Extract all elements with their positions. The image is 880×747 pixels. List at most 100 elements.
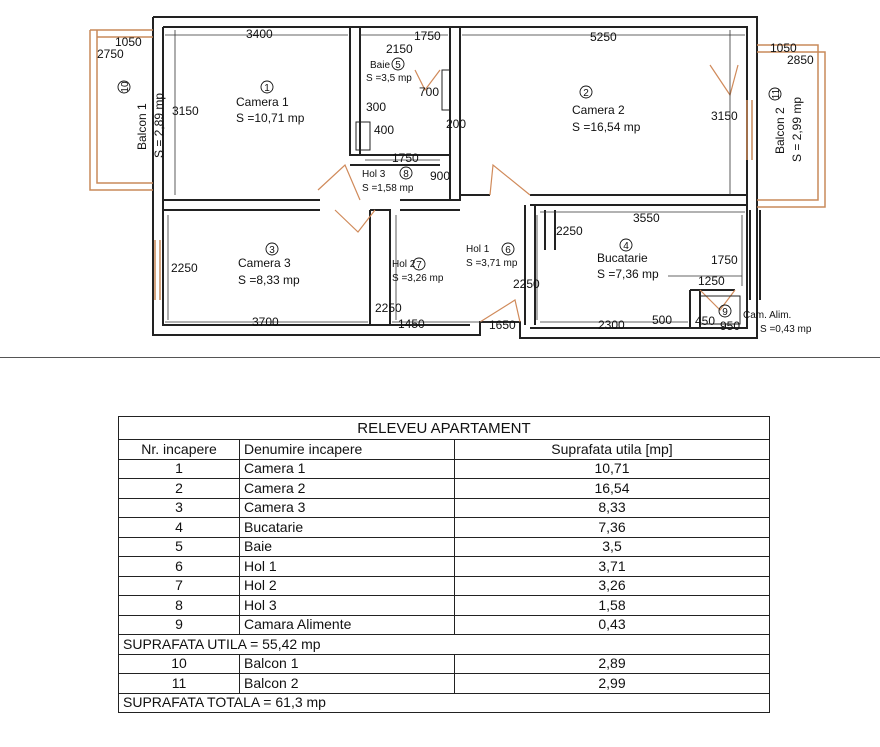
- row-area: 8,33: [454, 497, 770, 518]
- row-name: Camera 2: [239, 478, 455, 499]
- room-area-camera-2: S =16,54 mp: [572, 120, 641, 134]
- room-name-hol-3: Hol 3: [362, 169, 386, 180]
- dim-label: 3700: [252, 315, 279, 329]
- dim-label: 2150: [386, 42, 413, 56]
- header-name: Denumire incapere: [239, 439, 455, 460]
- row-nr: 10: [118, 653, 240, 674]
- row-name: Hol 3: [239, 595, 455, 616]
- table-row: 9 Camara Alimente 0,43: [118, 614, 770, 635]
- balconies: [89, 29, 826, 300]
- table-row: 2 Camera 2 16,54: [118, 478, 770, 499]
- dim-label: 1750: [392, 151, 419, 165]
- row-nr: 7: [118, 575, 240, 596]
- room-area-bucatarie: S =7,36 mp: [597, 267, 659, 281]
- dim-label: 1050: [115, 35, 142, 49]
- table-header-row: Nr. incapere Denumire incapere Suprafata…: [118, 439, 770, 460]
- dim-label: 3150: [711, 109, 738, 123]
- dim-label: 450: [695, 314, 715, 328]
- table-row: 5 Baie 3,5: [118, 536, 770, 557]
- dim-label: 1750: [414, 29, 441, 43]
- dim-label: 2250: [513, 277, 540, 291]
- room-area-camera-1: S =10,71 mp: [236, 111, 305, 125]
- area-table: RELEVEU APARTAMENT Nr. incapere Denumire…: [118, 416, 770, 713]
- dim-label: 400: [374, 123, 394, 137]
- row-area: 3,26: [454, 575, 770, 596]
- table-row: 3 Camera 3 8,33: [118, 497, 770, 518]
- row-nr: 6: [118, 556, 240, 577]
- row-area: 10,71: [454, 458, 770, 479]
- room-area-camara: S =0,43 mp: [760, 324, 812, 335]
- dim-label: 200: [446, 117, 466, 131]
- dim-label: 1250: [698, 274, 725, 288]
- room-name-camara: Cam. Alim.: [743, 310, 791, 321]
- table-row: 6 Hol 1 3,71: [118, 556, 770, 577]
- row-name: Camara Alimente: [239, 614, 455, 635]
- row-nr: 9: [118, 614, 240, 635]
- dim-label: 2250: [556, 224, 583, 238]
- table-title: RELEVEU APARTAMENT: [118, 416, 770, 440]
- dimension-lines: [165, 30, 745, 323]
- room-name-camera-3: Camera 3: [238, 256, 291, 270]
- room-name-camera-1: Camera 1: [236, 95, 289, 109]
- room-area-hol-2: S =3,26 mp: [392, 273, 444, 284]
- row-name: Hol 2: [239, 575, 455, 596]
- floor-plan: 1 2 3 4 5 6 7 8 9 10 11 Camera 1 S =10,7…: [89, 16, 826, 339]
- dim-label: 2850: [787, 53, 814, 67]
- room-number: 6: [505, 245, 511, 256]
- row-area: 2,89: [454, 653, 770, 674]
- room-number: 8: [403, 169, 409, 180]
- dim-label: 700: [419, 85, 439, 99]
- row-nr: 2: [118, 478, 240, 499]
- row-name: Camera 3: [239, 497, 455, 518]
- room-number-texts: 1 2 3 4 5 6 7 8 9 10 11: [120, 60, 782, 318]
- room-area-camera-3: S =8,33 mp: [238, 273, 300, 287]
- dim-label: 3150: [172, 104, 199, 118]
- door-swings: [317, 64, 739, 323]
- row-name: Baie: [239, 536, 455, 557]
- dim-label: 1650: [489, 318, 516, 332]
- dim-label: 1750: [711, 253, 738, 267]
- row-area: 3,5: [454, 536, 770, 557]
- room-name-baie: Baie: [370, 60, 390, 71]
- dim-label: 1450: [398, 317, 425, 331]
- row-name: Balcon 1: [239, 653, 455, 674]
- header-area: Suprafata utila [mp]: [454, 439, 770, 460]
- dim-label: 3550: [633, 211, 660, 225]
- room-number: 9: [722, 307, 728, 318]
- row-nr: 5: [118, 536, 240, 557]
- dim-label: 2250: [375, 301, 402, 315]
- room-name-camera-2: Camera 2: [572, 103, 625, 117]
- row-area: 16,54: [454, 478, 770, 499]
- row-nr: 8: [118, 595, 240, 616]
- table-row: 8 Hol 3 1,58: [118, 595, 770, 616]
- row-nr: 3: [118, 497, 240, 518]
- table-row: 1 Camera 1 10,71: [118, 458, 770, 479]
- room-number: 10: [120, 81, 131, 93]
- header-nr: Nr. incapere: [118, 439, 240, 460]
- table-row: 10 Balcon 1 2,89: [118, 653, 770, 674]
- dim-label: 900: [430, 169, 450, 183]
- room-area-balcon-2: S = 2,99 mp: [790, 97, 804, 162]
- row-name: Bucatarie: [239, 517, 455, 538]
- row-nr: 11: [118, 673, 240, 694]
- room-labels: Camera 1 S =10,71 mp Camera 2 S =16,54 m…: [135, 60, 812, 335]
- room-name-hol-2: Hol 2: [392, 259, 416, 270]
- row-name: Hol 1: [239, 556, 455, 577]
- dim-label: 2250: [171, 261, 198, 275]
- row-area: 7,36: [454, 517, 770, 538]
- table-row: 7 Hol 2 3,26: [118, 575, 770, 596]
- room-number: 1: [264, 83, 270, 94]
- dim-label: 3400: [246, 27, 273, 41]
- table-row: 4 Bucatarie 7,36: [118, 517, 770, 538]
- interior-walls: [163, 27, 761, 328]
- subtotal-row: SUPRAFATA UTILA = 55,42 mp: [118, 634, 770, 655]
- room-number: 7: [416, 260, 422, 271]
- row-name: Camera 1: [239, 458, 455, 479]
- row-area: 2,99: [454, 673, 770, 694]
- row-area: 0,43: [454, 614, 770, 635]
- dim-label: 500: [652, 313, 672, 327]
- room-name-balcon-2: Balcon 2: [773, 107, 787, 154]
- room-number: 11: [771, 88, 782, 99]
- room-number: 4: [623, 241, 629, 252]
- section-divider: [0, 357, 880, 358]
